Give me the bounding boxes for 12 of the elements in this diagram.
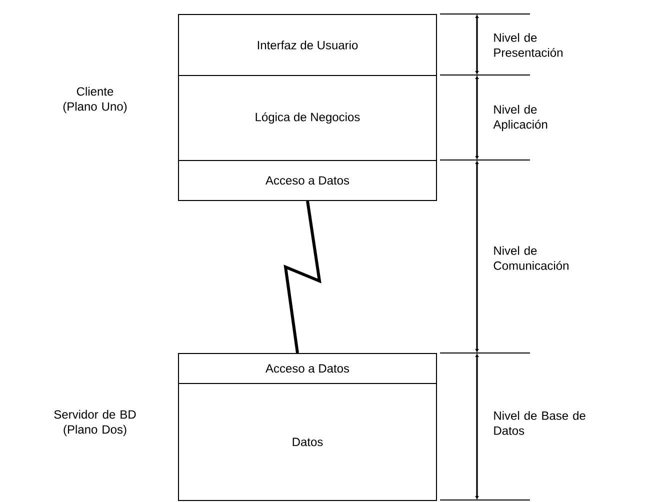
level-label: Cliente (Plano Uno) bbox=[63, 86, 127, 114]
lightning-connector bbox=[284, 200, 322, 354]
level-label: Nivel de Aplicación bbox=[493, 104, 548, 132]
level-label: Servidor de BD (Plano Dos) bbox=[54, 410, 136, 436]
tier-box: Lógica de Negocios bbox=[178, 75, 437, 161]
tier-box: Datos bbox=[178, 383, 437, 501]
tier-box: Acceso a Datos bbox=[178, 160, 437, 201]
level-label: Nivel de Base de Datos bbox=[494, 411, 586, 435]
level-label: Nivel de Presentación bbox=[494, 33, 562, 57]
level-label: Nivel de Comunicación bbox=[494, 246, 568, 270]
tier-box: Interfaz de Usuario bbox=[178, 14, 437, 76]
tier-box: Acceso a Datos bbox=[178, 353, 437, 384]
